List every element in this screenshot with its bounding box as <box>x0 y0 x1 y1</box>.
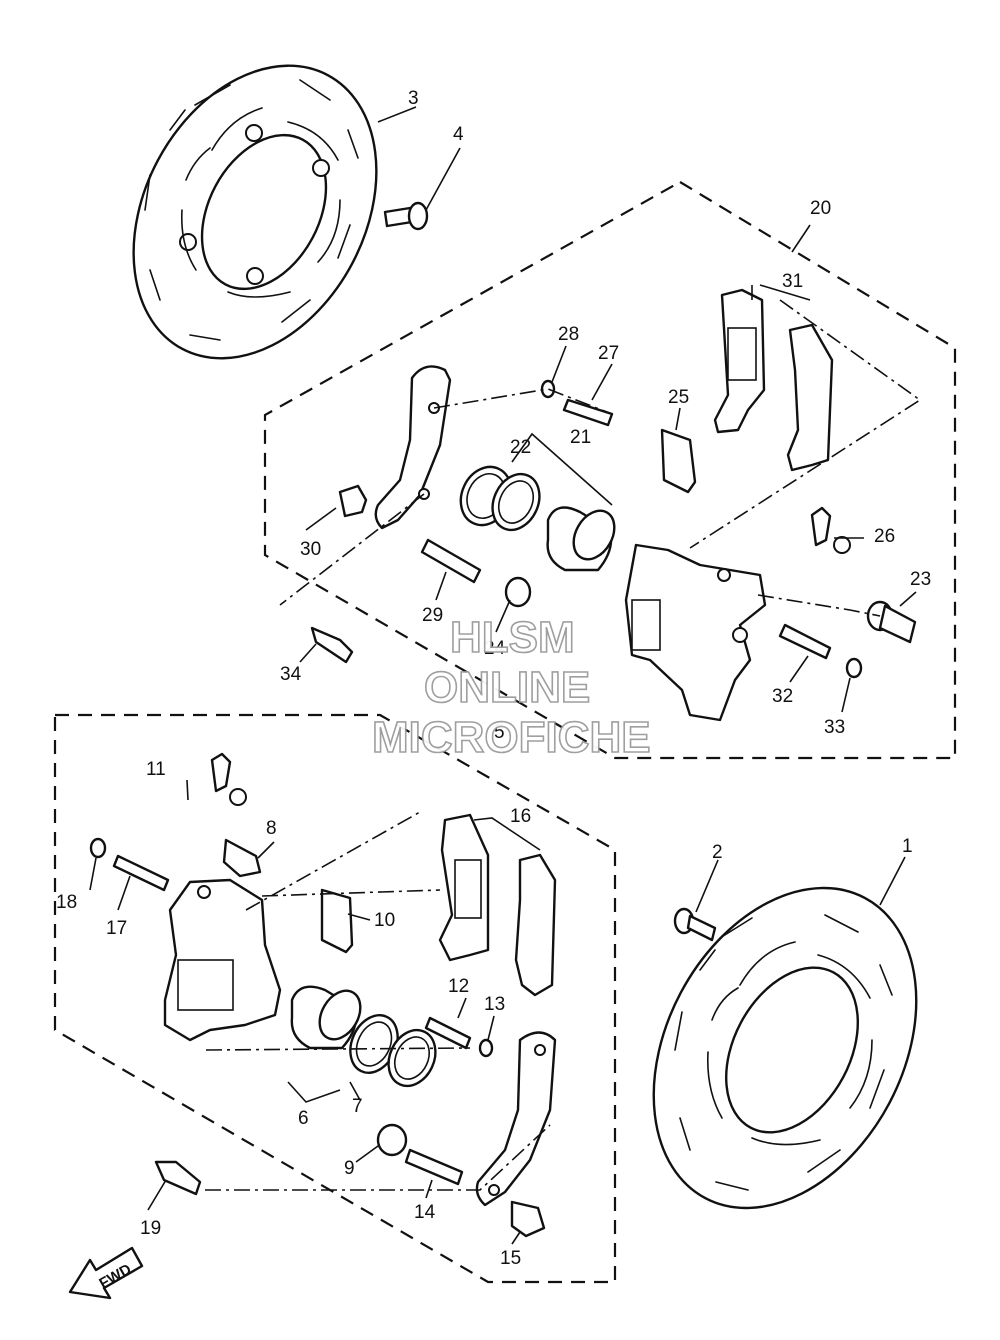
callout-17: 17 <box>106 918 127 939</box>
brake-disc-lower <box>652 886 918 1210</box>
brake-pads-lower <box>438 813 557 997</box>
callout-3: 3 <box>408 88 419 109</box>
callout-28: 28 <box>558 324 579 345</box>
callout-26: 26 <box>874 526 895 547</box>
disc-bolt-4 <box>383 201 429 231</box>
caliper-assembly-20-outline <box>263 180 957 760</box>
callout-2: 2 <box>712 842 723 863</box>
leader-lines <box>205 106 922 1191</box>
piston-seals-22 <box>459 465 541 532</box>
caliper-body-upper <box>624 543 767 722</box>
callout-leaders <box>89 345 917 1245</box>
callout-19: 19 <box>140 1218 161 1239</box>
callout-15: 15 <box>500 1248 521 1269</box>
bleed-screw-11 <box>210 752 247 806</box>
callout-34: 34 <box>280 664 302 685</box>
brake-pads-upper <box>713 288 834 472</box>
piston-6 <box>290 985 362 1050</box>
callout-4: 4 <box>453 124 464 145</box>
callout-33: 33 <box>824 717 845 738</box>
callout-29: 29 <box>422 605 443 626</box>
callout-21: 21 <box>570 427 591 448</box>
callout-6: 6 <box>298 1108 309 1129</box>
watermark-line2: ONLINE <box>424 663 590 712</box>
callout-27: 27 <box>598 343 619 364</box>
callout-9: 9 <box>344 1158 355 1179</box>
callout-22: 22 <box>510 437 531 458</box>
callout-7: 7 <box>352 1096 363 1117</box>
callout-25: 25 <box>668 387 689 408</box>
caliper-assembly-5-outline <box>53 713 617 1284</box>
group-brackets <box>186 284 864 1103</box>
callout-20: 20 <box>810 198 831 219</box>
callout-24: 24 <box>484 638 506 659</box>
watermark-line3: MICROFICHE <box>372 713 651 762</box>
callout-13: 13 <box>484 994 505 1015</box>
callout-16: 16 <box>510 806 531 827</box>
disc-bolt-2 <box>673 907 717 942</box>
pad-spring-10 <box>320 888 354 954</box>
callout-8: 8 <box>266 818 277 839</box>
piston-seals-7 <box>349 1014 437 1088</box>
pad-spring-25 <box>660 428 697 494</box>
watermark: HLSM ONLINE MICROFICHE <box>371 612 651 763</box>
small-parts-upper <box>310 379 614 664</box>
watermark-line1: HLSM <box>450 613 575 662</box>
callouts: 1 2 3 4 5 6 7 8 9 10 11 12 13 14 15 16 1… <box>56 88 931 1269</box>
caliper-bracket-upper <box>374 365 452 530</box>
callout-1: 1 <box>902 836 913 857</box>
callout-14: 14 <box>414 1202 436 1223</box>
brake-disc-upper <box>132 64 378 360</box>
caliper-body-lower <box>163 878 282 1042</box>
callout-11: 11 <box>146 759 166 780</box>
callout-32: 32 <box>772 686 793 707</box>
bleed-screw-26 <box>810 506 851 554</box>
callout-31: 31 <box>782 271 803 292</box>
callout-5: 5 <box>494 722 505 743</box>
piston-21 <box>546 506 616 572</box>
caliper-bracket-lower <box>475 1031 557 1207</box>
pin-17 <box>89 837 170 892</box>
pin-bolt-23 <box>866 600 917 644</box>
fwd-arrow: FWD <box>68 1246 144 1300</box>
callout-30: 30 <box>300 539 321 560</box>
callout-18: 18 <box>56 892 77 913</box>
pin-32 <box>778 623 863 679</box>
callout-12: 12 <box>448 976 469 997</box>
callout-10: 10 <box>374 910 395 931</box>
small-parts-lower <box>154 838 546 1238</box>
callout-23: 23 <box>910 569 931 590</box>
